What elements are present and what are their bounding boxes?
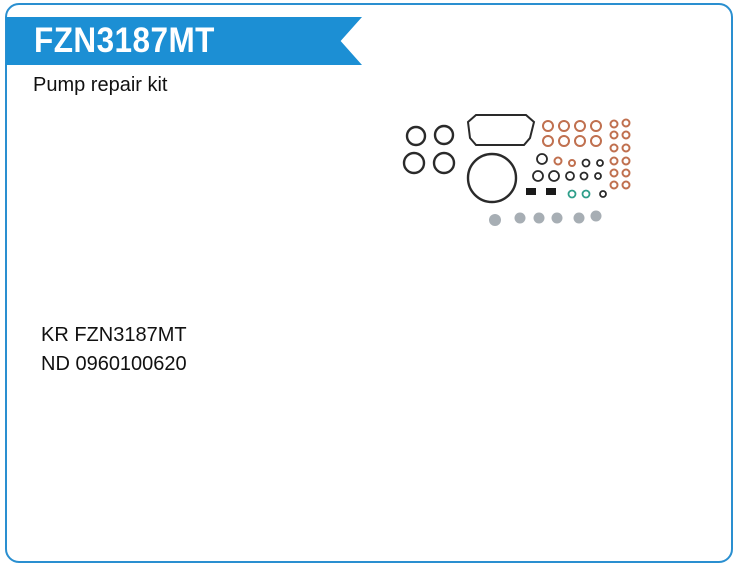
product-description: Pump repair kit: [33, 74, 168, 96]
reference-kr: KR FZN3187MT: [41, 324, 187, 346]
gasket-kit-photo-icon: [402, 114, 631, 226]
reference-nd: ND 0960100620: [41, 353, 187, 375]
title-banner: [6, 17, 362, 65]
product-code-title: FZN3187MT: [34, 21, 215, 60]
product-card: [5, 3, 733, 563]
reference-numbers: KR FZN3187MT ND 0960100620: [41, 321, 187, 379]
